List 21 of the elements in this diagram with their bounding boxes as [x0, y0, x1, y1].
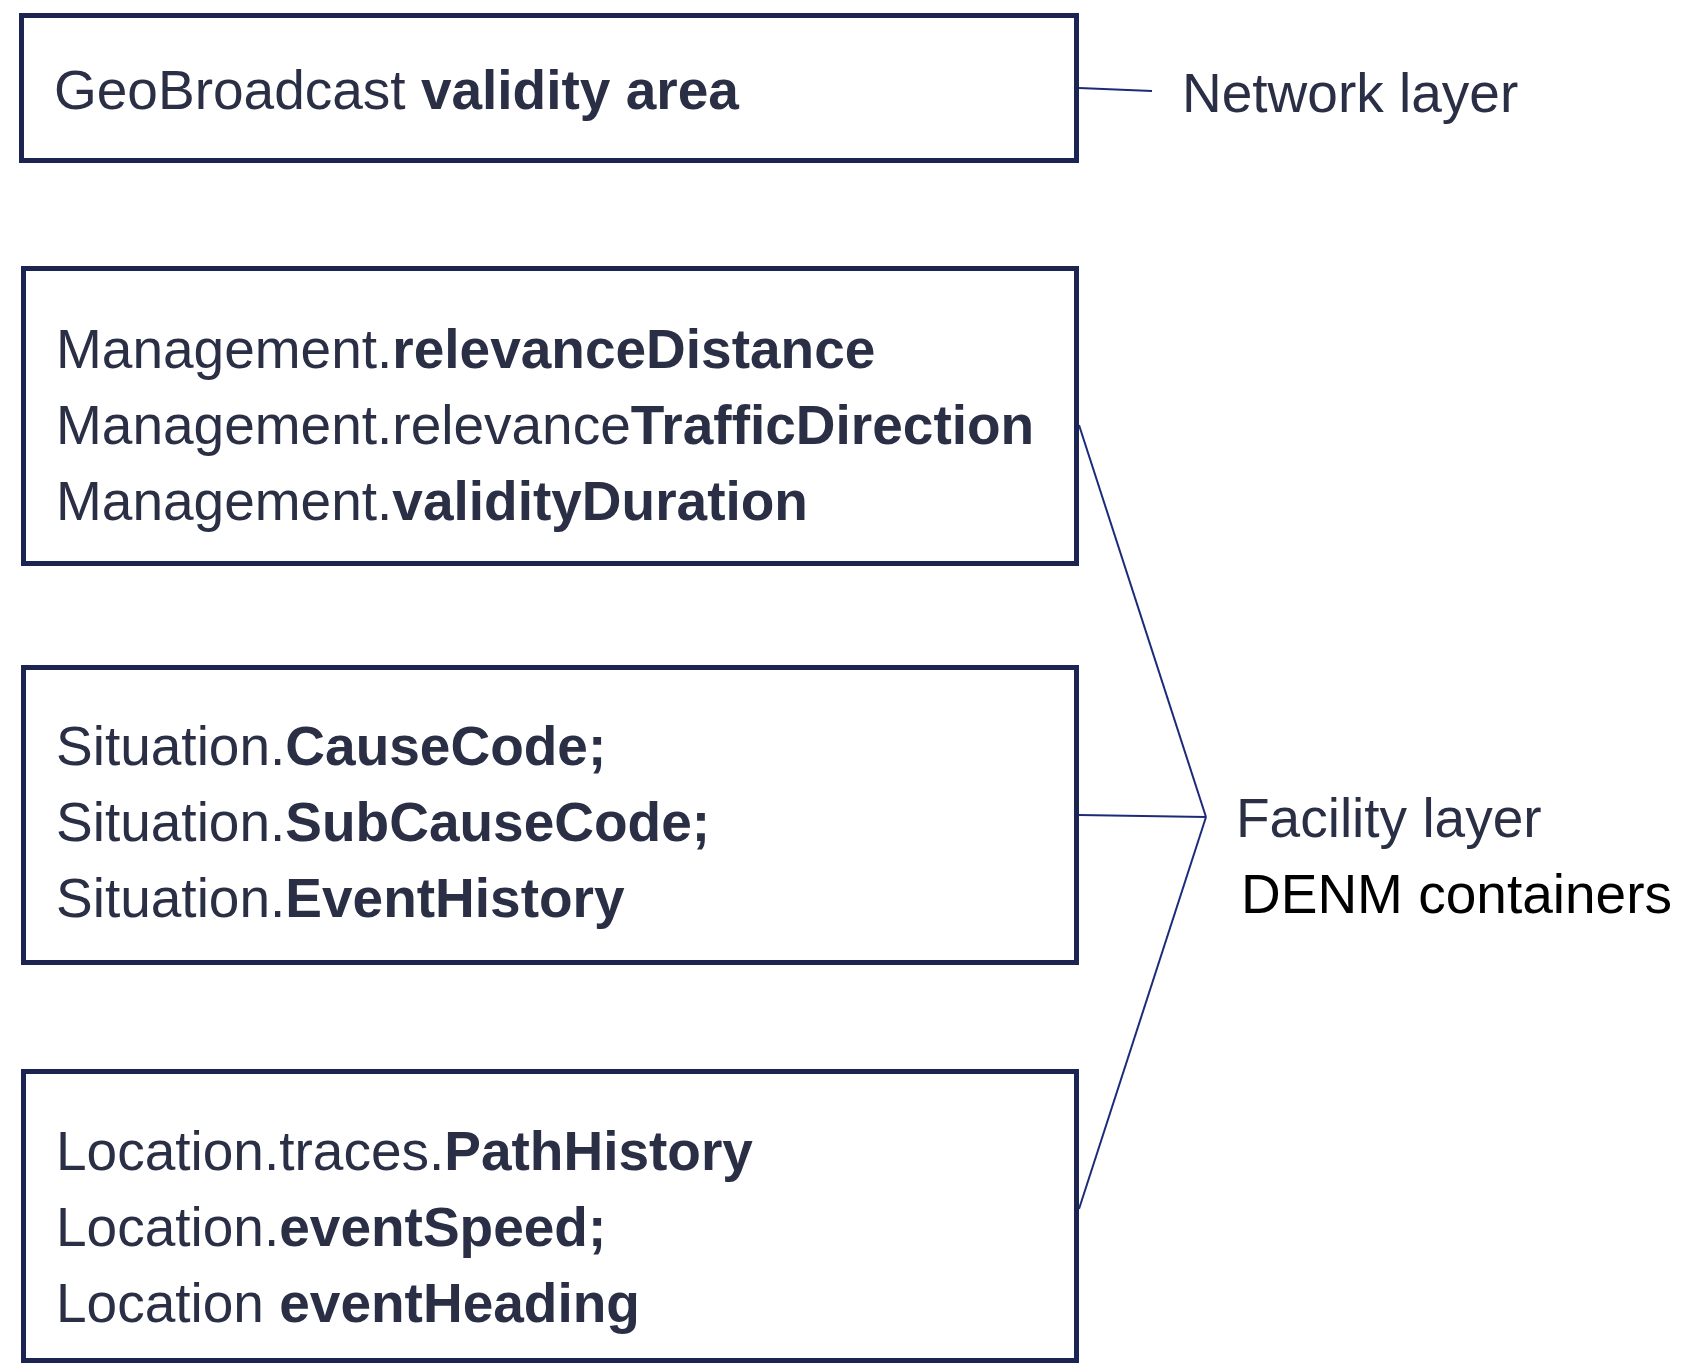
container-box — [21, 1069, 1079, 1363]
field-path: Management.validityDuration — [56, 469, 808, 534]
container-box — [19, 13, 1079, 163]
field-path: Situation.CauseCode; — [56, 714, 607, 779]
container-box — [21, 266, 1079, 566]
field-path: Situation.SubCauseCode; — [56, 790, 711, 855]
field-path: Management.relevanceTrafficDirection — [56, 393, 1035, 458]
field-path: Situation.EventHistory — [56, 866, 625, 931]
leader-line — [1078, 87, 1153, 92]
container-box — [21, 665, 1079, 965]
field-path: Location eventHeading — [56, 1271, 640, 1336]
layer-label: DENM containers — [1241, 862, 1672, 927]
field-path: Location.eventSpeed; — [56, 1195, 607, 1260]
leader-line — [1078, 424, 1207, 818]
layer-label: Facility layer — [1236, 786, 1542, 851]
field-path: Management.relevanceDistance — [56, 317, 876, 382]
layer-label: Network layer — [1182, 61, 1519, 126]
leader-line — [1078, 814, 1207, 818]
leader-line — [1078, 816, 1207, 1210]
field-path: Location.traces.PathHistory — [56, 1119, 753, 1184]
field-path: GeoBroadcast validity area — [54, 58, 739, 123]
